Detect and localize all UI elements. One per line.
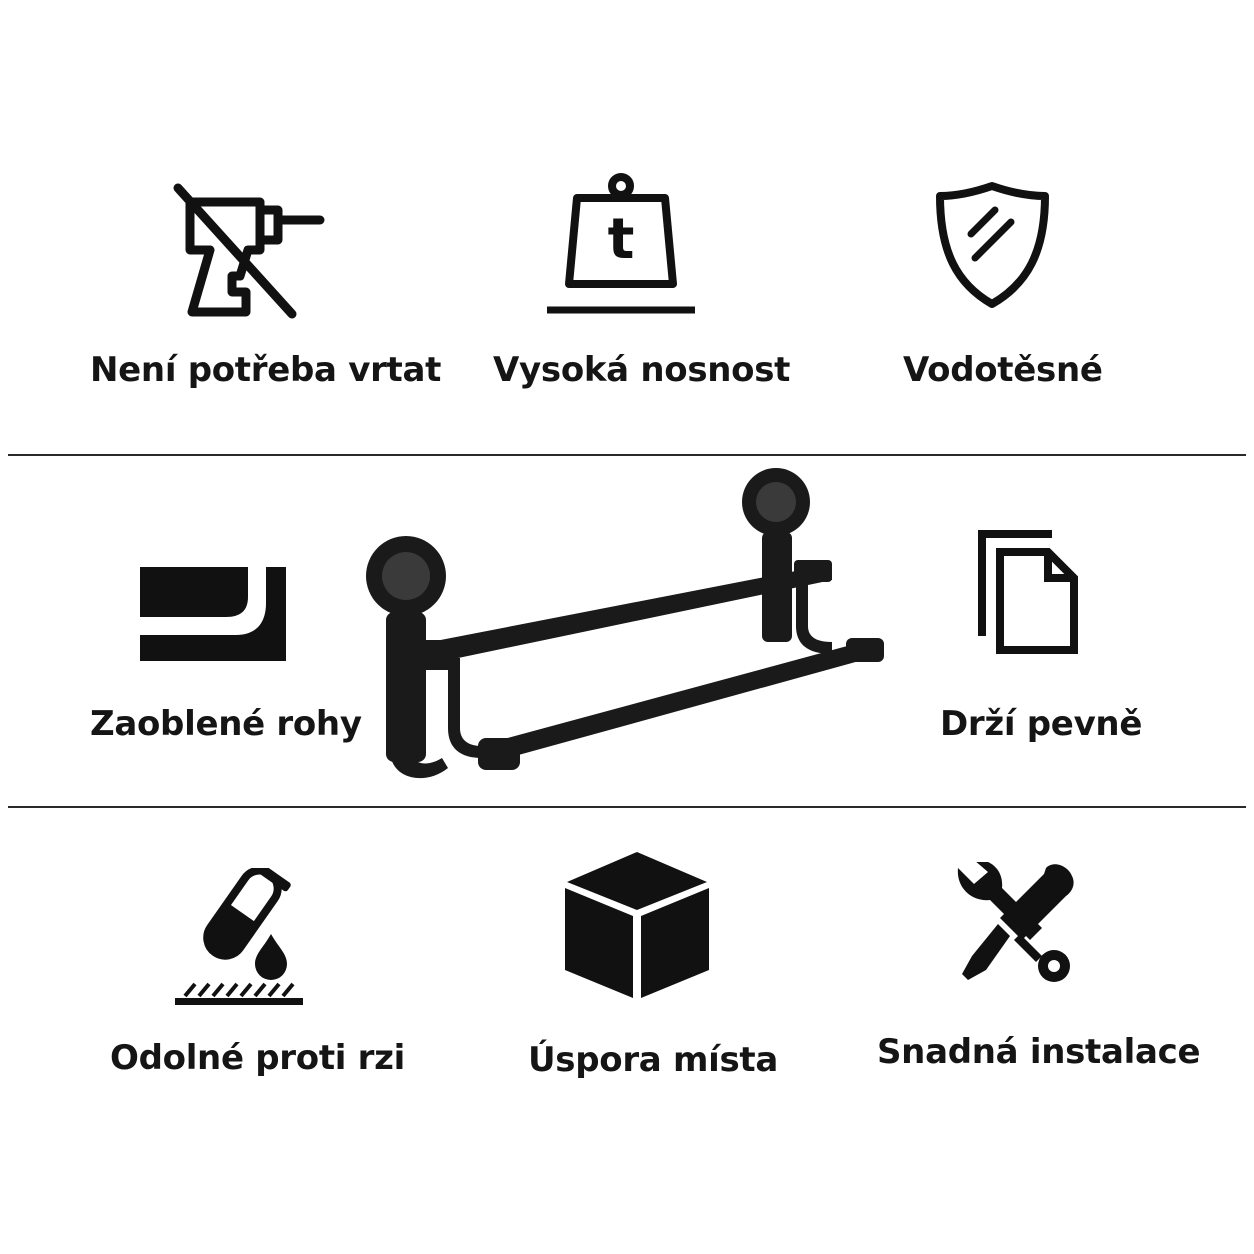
feature-label: Vysoká nosnost [493,350,791,390]
shield-icon [935,180,1050,310]
feature-label: Odolné proti rzi [110,1038,405,1078]
feature-label: Zaoblené rohy [90,704,362,744]
double-towel-rack [362,462,890,792]
no-drill-icon [170,180,330,320]
section-divider-bottom [8,806,1246,808]
test-tube-drop-icon [175,868,305,1008]
feature-label: Úspora místa [528,1040,779,1080]
weight-letter: t [608,207,635,272]
wrench-screwdriver-icon [950,862,1074,984]
feature-label: Vodotěsné [903,350,1103,390]
feature-label: Není potřeba vrtat [90,350,442,390]
weight-icon: t [545,172,697,317]
cube-icon [565,852,709,1000]
section-divider-top [8,454,1246,456]
feature-label: Drží pevně [940,704,1143,744]
documents-icon [978,530,1080,655]
feature-label: Snadná instalace [877,1032,1201,1072]
rounded-corner-icon [140,567,286,661]
